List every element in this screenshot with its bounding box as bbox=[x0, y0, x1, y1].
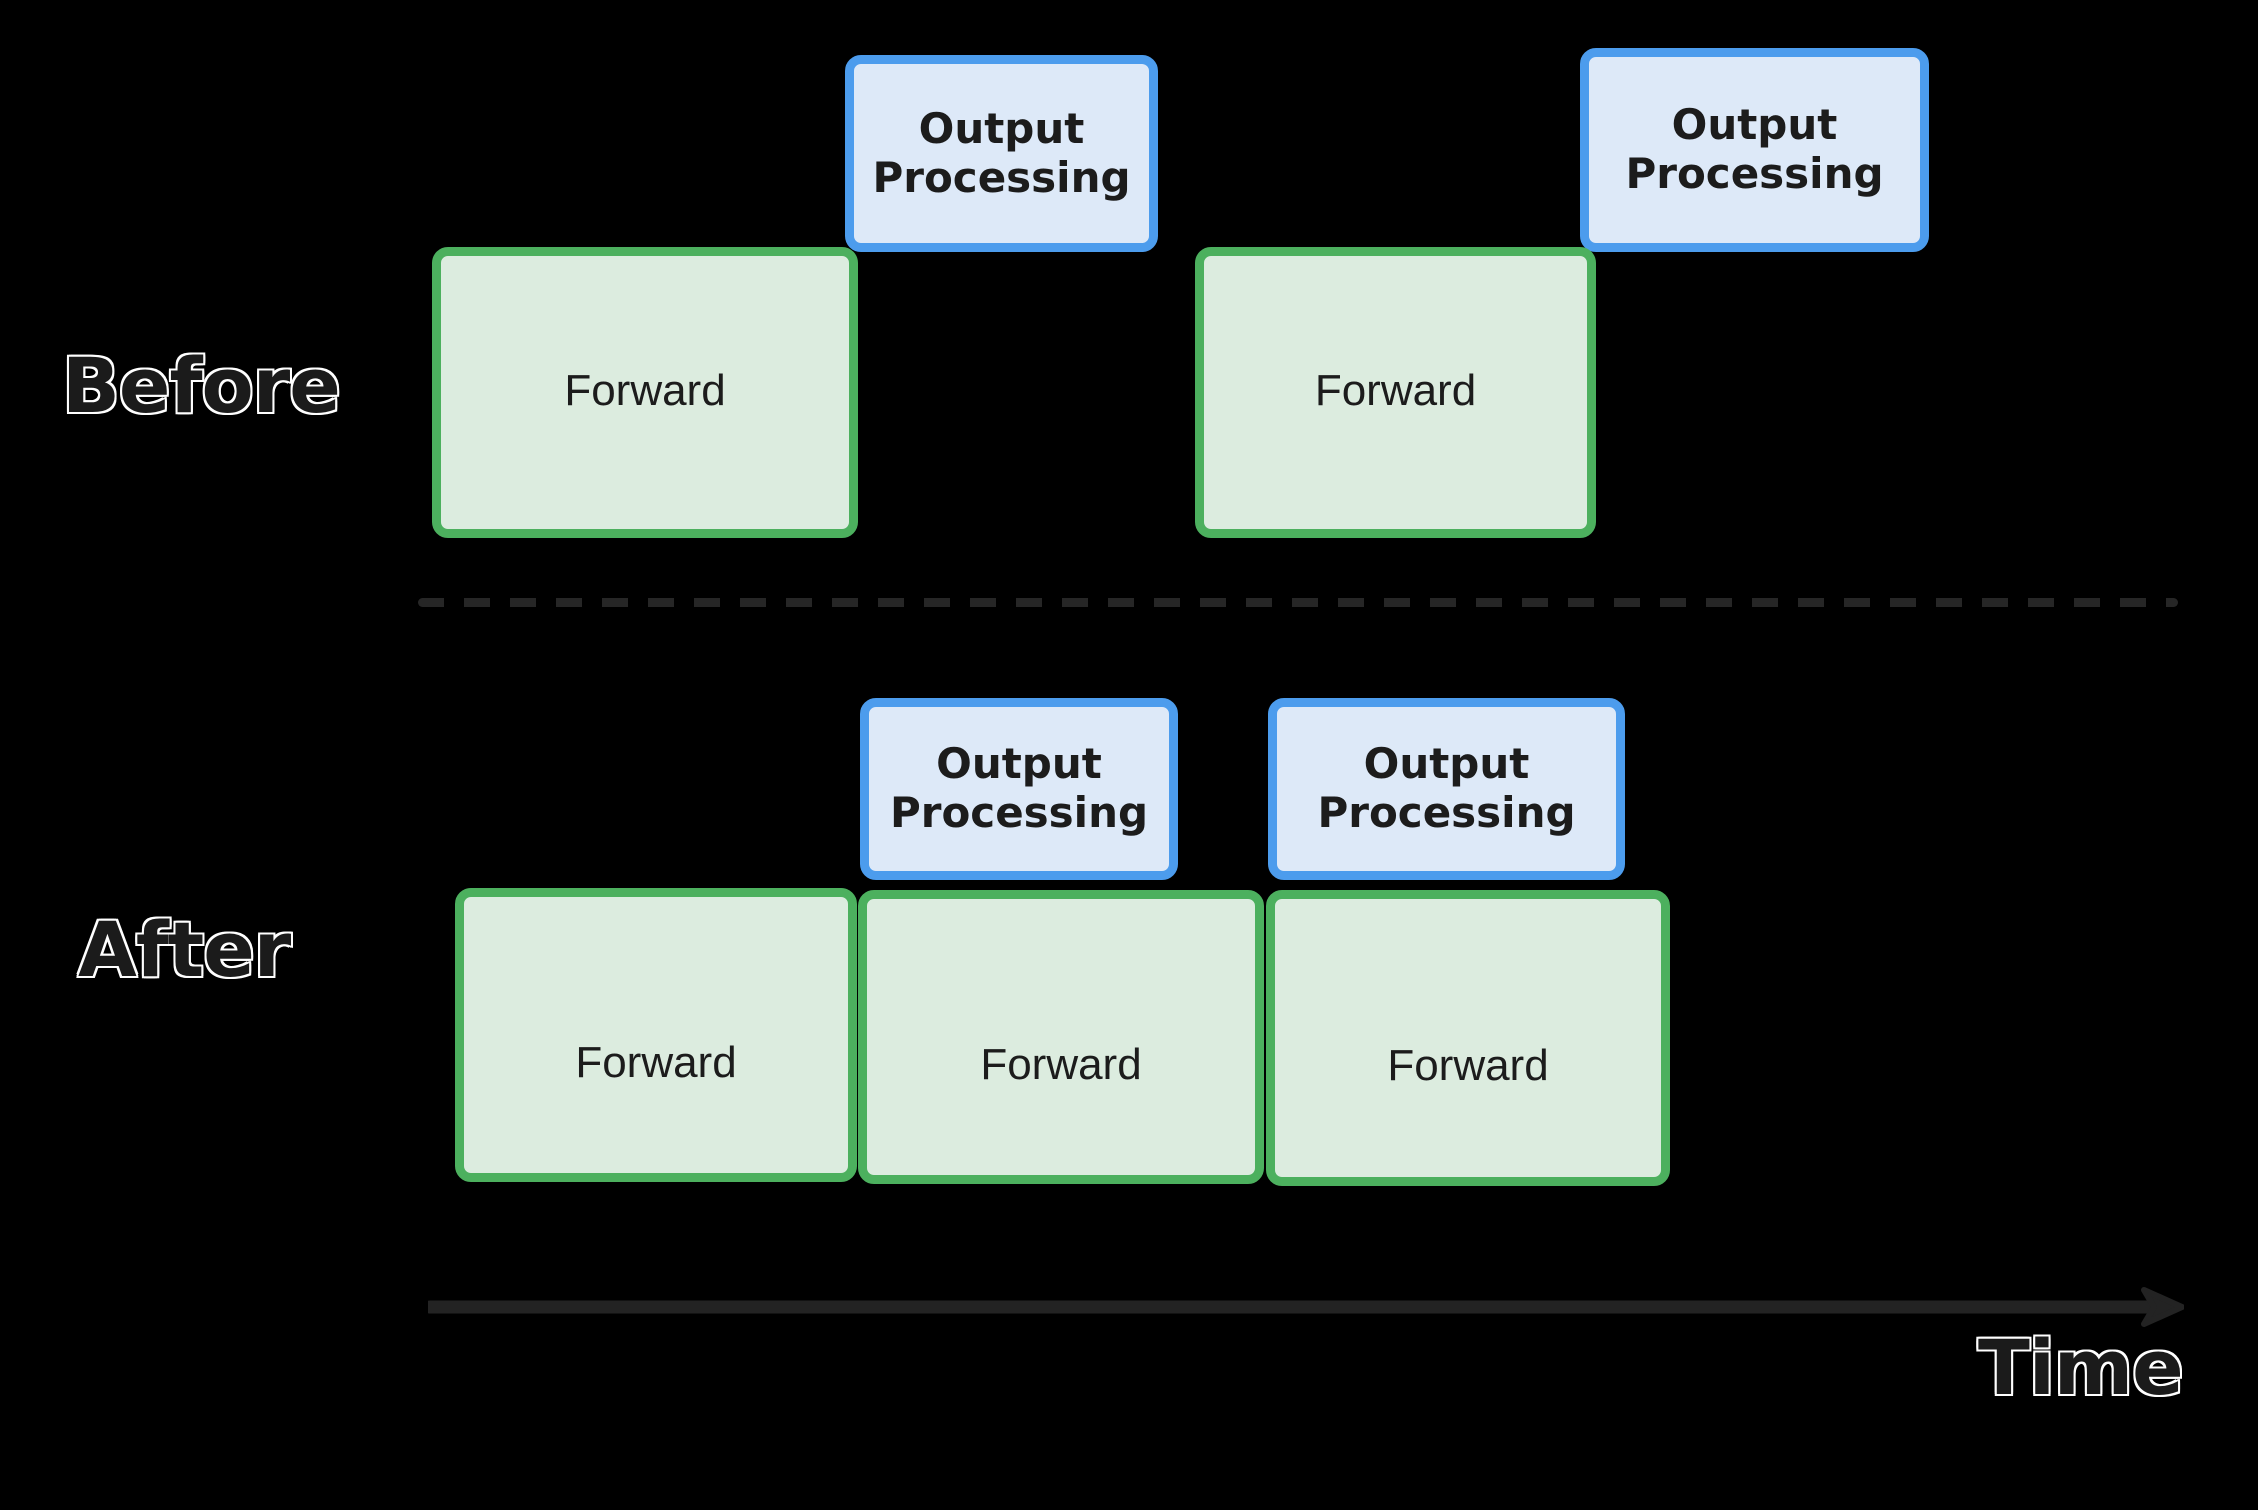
before-output-processing-block-1: Output Processing bbox=[845, 55, 1158, 252]
time-axis-arrow bbox=[428, 1286, 2184, 1328]
time-arrow-icon bbox=[428, 1287, 2184, 1327]
section-divider-dashed bbox=[418, 598, 2178, 607]
block-label: Output Processing bbox=[889, 739, 1149, 837]
block-label: Output Processing bbox=[872, 103, 1131, 202]
block-label: Output Processing bbox=[1317, 739, 1576, 837]
block-label: Output Processing bbox=[1625, 100, 1884, 198]
after-forward-block-2: Forward bbox=[858, 890, 1264, 1184]
before-output-processing-block-2: Output Processing bbox=[1580, 48, 1929, 252]
row-label-after-text: After bbox=[76, 905, 292, 994]
time-axis-label: Time bbox=[1977, 1328, 2186, 1407]
time-axis-label-text: Time bbox=[1977, 1323, 2186, 1412]
block-label: Forward bbox=[575, 1038, 737, 1088]
row-label-before: Before bbox=[61, 346, 343, 425]
row-label-after: After bbox=[76, 910, 292, 989]
block-label: Forward bbox=[1387, 1041, 1549, 1091]
after-output-processing-block-2: Output Processing bbox=[1268, 698, 1625, 880]
after-forward-block-3: Forward bbox=[1266, 890, 1670, 1186]
before-forward-block-2: Forward bbox=[1195, 247, 1596, 538]
before-forward-block-1: Forward bbox=[432, 247, 858, 538]
block-label: Forward bbox=[980, 1040, 1142, 1090]
row-label-before-text: Before bbox=[61, 341, 343, 430]
block-label: Forward bbox=[564, 365, 726, 415]
block-label: Forward bbox=[1314, 365, 1477, 415]
after-output-processing-block-1: Output Processing bbox=[860, 698, 1178, 880]
after-forward-block-1: Forward bbox=[455, 888, 857, 1182]
